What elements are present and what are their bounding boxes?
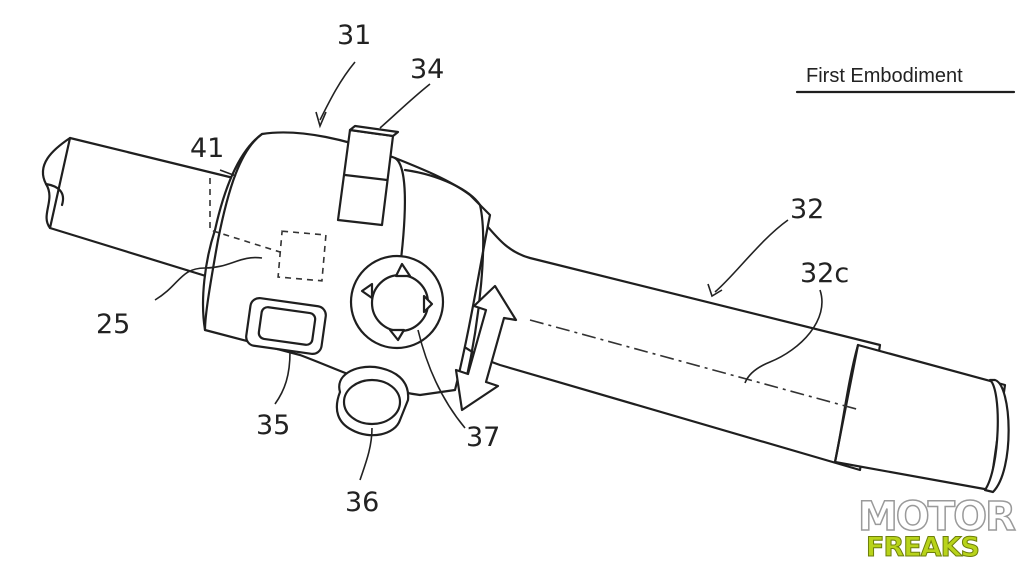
label-35: 35 — [256, 410, 290, 441]
caption-text: First Embodiment — [806, 65, 963, 87]
joystick-37 — [349, 254, 445, 350]
hidden-component-41 — [209, 178, 327, 282]
axis-32c — [529, 319, 861, 411]
switch-34-block — [336, 124, 400, 227]
watermark-top: MOTOR — [858, 494, 1015, 540]
label-41: 41 — [190, 133, 224, 164]
grip-end-cap — [833, 343, 1010, 494]
label-31: 31 — [337, 20, 371, 51]
button-36 — [335, 365, 410, 437]
label-36: 36 — [345, 487, 379, 518]
leader-lines — [154, 61, 823, 481]
throttle-grip — [438, 206, 882, 472]
watermark-bottom: FREAKS — [866, 532, 979, 563]
button-35 — [245, 297, 327, 355]
double-arrow — [454, 284, 518, 412]
label-32c: 32c — [800, 258, 849, 289]
label-37: 37 — [466, 422, 500, 453]
label-32: 32 — [790, 194, 824, 225]
handlebar-pipe — [41, 136, 252, 287]
label-34: 34 — [410, 54, 444, 85]
watermark-logo: MOTOR FREAKS — [857, 493, 1018, 563]
label-25: 25 — [96, 309, 130, 340]
